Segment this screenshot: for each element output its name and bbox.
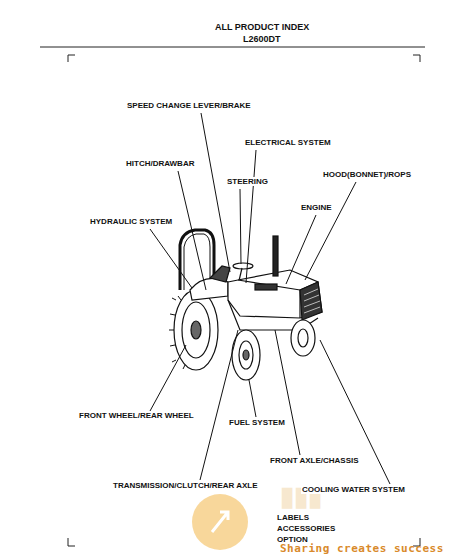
- part-label: FRONT WHEEL/REAR WHEEL: [78, 411, 195, 420]
- part-label: STEERING: [226, 177, 269, 186]
- part-label: HITCH/DRAWBAR: [125, 159, 195, 168]
- part-label: HYDRAULIC SYSTEM: [89, 217, 173, 226]
- part-label: ENGINE: [300, 203, 333, 212]
- section-label: LABELS: [276, 513, 310, 522]
- part-label: COOLING WATER SYSTEM: [301, 485, 406, 494]
- watermark: Sharing creates success: [280, 543, 444, 555]
- part-label: ELECTRICAL SYSTEM: [244, 138, 332, 147]
- part-label: FUEL SYSTEM: [228, 418, 286, 427]
- part-label: FRONT AXLE/CHASSIS: [269, 456, 360, 465]
- model-number: L2600DT: [243, 34, 281, 44]
- part-label: HOOD(BONNET)/ROPS: [322, 170, 412, 179]
- page-title: ALL PRODUCT INDEX: [215, 22, 309, 32]
- part-label: SPEED CHANGE LEVER/BRAKE: [126, 101, 252, 110]
- part-label: TRANSMISSION/CLUTCH/REAR AXLE: [112, 481, 259, 490]
- section-label: ACCESSORIES: [276, 524, 336, 533]
